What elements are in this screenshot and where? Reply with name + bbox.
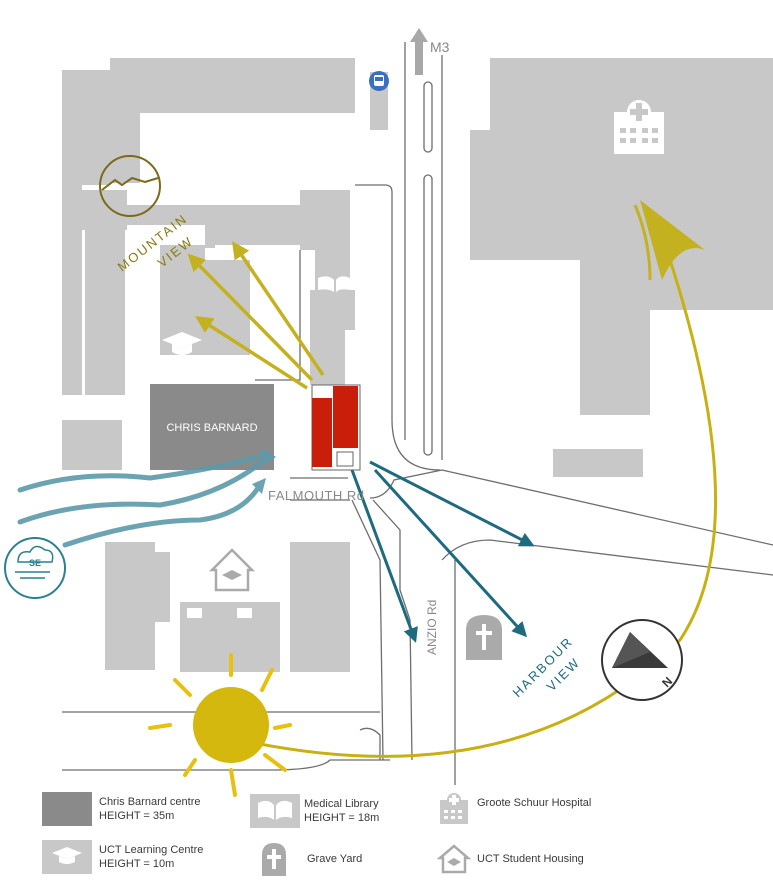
legend-chris-barnard-name: Chris Barnard centre [99,796,201,808]
sun-icon [148,653,292,797]
falmouth-road-label: FALMOUTH Rd [268,488,365,503]
legend-learning: UCT Learning Centre HEIGHT = 10m [99,843,203,871]
legend-hospital-icon [440,793,468,824]
grave-icon [466,615,502,660]
legend-learning-height: HEIGHT = 10m [99,858,175,870]
compass-icon: N [601,619,683,701]
mountain-view-arrows [187,241,325,390]
legend-library-name: Medical Library [304,798,379,810]
legend-library-height: HEIGHT = 18m [304,812,380,824]
buildings [62,58,773,672]
bus-stop-icon [369,71,389,91]
legend-library-icon [258,800,274,820]
sun-path [239,229,718,758]
sun-path-arrowhead [640,200,705,280]
legend-chris-barnard-height: HEIGHT = 35m [99,810,175,822]
hospital-icon [614,100,664,154]
legend-chris-barnard-swatch [42,792,92,826]
legend-library-swatch [250,794,300,828]
housing-icon [208,548,256,592]
legend-housing: UCT Student Housing [477,852,584,866]
legend-housing-name: UCT Student Housing [477,853,584,865]
chris-barnard-label: CHRIS BARNARD [166,422,257,434]
site-building [311,384,361,471]
anzio-road-label: ANZIO Rd [425,600,439,655]
chris-barnard-building [150,384,274,470]
wind-arrows [17,448,276,548]
legend-learning-name: UCT Learning Centre [99,844,204,856]
legend-icons [42,792,472,876]
legend-library: Medical Library HEIGHT = 18m [304,797,379,825]
m3-label: M3 [430,39,450,55]
legend-chris-barnard: Chris Barnard centre HEIGHT = 35m [99,795,201,823]
legend-hospital-name: Groote Schuur Hospital [477,797,592,809]
legend-hospital: Groote Schuur Hospital [477,796,591,810]
m3-arrow: M3 [410,28,450,75]
legend-housing-icon [436,844,472,874]
wind-icon: SE [4,537,66,599]
wind-label: SE [29,558,41,568]
legend-grave: Grave Yard [307,852,362,866]
harbour-view-arrows [350,460,535,643]
library-icon [318,276,350,292]
graduation-cap-icon [162,332,202,355]
mountain-icon [99,155,161,217]
legend-grave-name: Grave Yard [307,853,363,865]
roads [62,42,773,785]
legend-graduation-cap-icon [52,847,82,859]
